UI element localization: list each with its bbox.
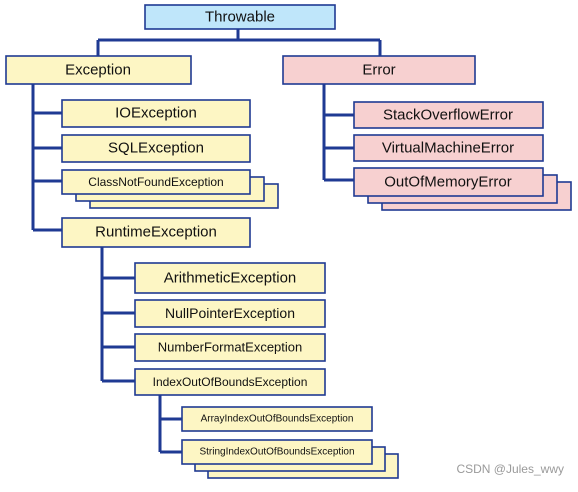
runtime-exception-box [61,217,251,248]
node-exception: Exception [5,55,192,85]
connector-throwable-children [96,29,382,56]
out-of-memory-box [353,167,544,197]
index-out-of-bounds-label: IndexOutOfBoundsException [153,375,308,389]
class-not-found-label: ClassNotFoundException [88,175,223,189]
arithmetic-box [134,262,326,294]
null-pointer-label: NullPointerException [165,305,295,321]
number-format-label: NumberFormatException [158,340,303,355]
error-label: Error [362,62,395,79]
virtual-machine-label: VirtualMachineError [382,140,514,157]
class-not-found-box [61,169,251,195]
node-null-pointer-exception: NullPointerException [134,299,326,328]
node-class-not-found-exception: ClassNotFoundException [61,169,279,209]
node-throwable: Throwable [144,4,336,30]
runtime-exception-label: RuntimeException [95,224,217,241]
array-index-box [181,406,373,432]
node-virtual-machine-error: VirtualMachineError [353,134,544,162]
connector-exception-children [31,84,62,232]
node-number-format-exception: NumberFormatException [134,333,326,362]
node-array-index-out-of-bounds-exception: ArrayIndexOutOfBoundsException [181,406,373,432]
exception-box [5,55,192,85]
node-stack-overflow-error: StackOverflowError [353,101,544,129]
array-index-label: ArrayIndexOutOfBoundsException [201,414,354,425]
node-io-exception: IOException [61,99,251,128]
connectors [31,29,382,454]
io-exception-label: IOException [115,105,197,122]
node-arithmetic-exception: ArithmeticException [134,262,326,294]
virtual-machine-box [353,134,544,162]
node-string-index-out-of-bounds-exception: StringIndexOutOfBoundsException [181,439,399,479]
connector-index-children [158,395,182,454]
node-error: Error [282,55,476,85]
sql-exception-box [61,134,251,163]
watermark: CSDN @Jules_wwy [456,462,564,476]
node-out-of-memory-error: OutOfMemoryError [353,167,572,211]
null-pointer-box [134,299,326,328]
throwable-label: Throwable [205,9,275,26]
io-exception-box [61,99,251,128]
out-of-memory-label: OutOfMemoryError [384,174,512,191]
connector-error-children [322,84,354,182]
exception-label: Exception [65,62,131,79]
index-out-of-bounds-box [134,368,326,396]
throwable-box [144,4,336,30]
string-index-label: StringIndexOutOfBoundsException [199,447,354,458]
error-box [282,55,476,85]
number-format-box [134,333,326,362]
stack-overflow-box [353,101,544,129]
node-runtime-exception: RuntimeException [61,217,251,248]
arithmetic-label: ArithmeticException [164,270,297,287]
sql-exception-label: SQLException [108,140,204,157]
node-index-out-of-bounds-exception: IndexOutOfBoundsException [134,368,326,396]
connector-runtime-children [100,247,135,383]
stack-overflow-label: StackOverflowError [383,107,513,124]
string-index-box [181,439,373,465]
node-sql-exception: SQLException [61,134,251,163]
